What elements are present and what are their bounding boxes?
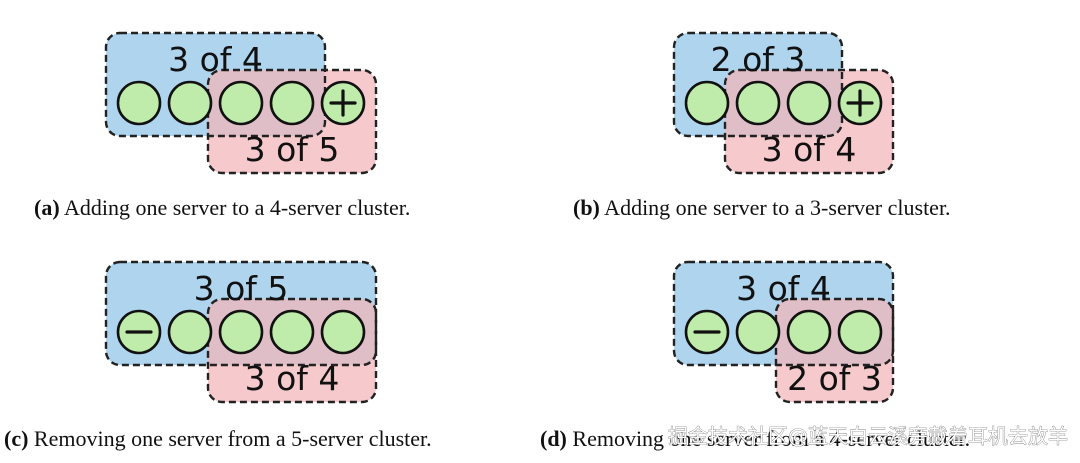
server-node bbox=[684, 309, 730, 355]
new-config-outline bbox=[206, 297, 378, 404]
panel-a: 3 of 4 3 of 5 (a) Adding one server to a 4… bbox=[34, 31, 410, 220]
server-circle bbox=[167, 80, 213, 126]
panel-caption: (a) Adding one server to a 4-server clus… bbox=[34, 195, 410, 220]
server-circle bbox=[167, 309, 213, 355]
server-circle bbox=[218, 309, 264, 355]
caption-text: Adding one server to a 4-server cluster. bbox=[60, 195, 411, 220]
server-node bbox=[735, 309, 781, 355]
server-node bbox=[320, 309, 366, 355]
new-config-label: 2 of 3 bbox=[787, 359, 882, 398]
server-node bbox=[167, 309, 213, 355]
server-circle bbox=[735, 309, 781, 355]
server-circle bbox=[786, 309, 832, 355]
new-config-label: 3 of 5 bbox=[245, 130, 340, 169]
plus-icon bbox=[329, 89, 357, 117]
server-circle bbox=[116, 80, 162, 126]
caption-tag: (d) bbox=[540, 426, 567, 451]
new-config-outline bbox=[774, 297, 895, 404]
server-node bbox=[218, 309, 264, 355]
server-circle bbox=[837, 309, 883, 355]
server-node bbox=[735, 80, 781, 126]
old-config-label: 3 of 4 bbox=[168, 40, 263, 79]
server-node bbox=[837, 80, 883, 126]
server-node bbox=[786, 309, 832, 355]
server-node bbox=[269, 309, 315, 355]
panel-b: 2 of 3 3 of 4 (b) Adding one server to a 3… bbox=[573, 31, 951, 220]
server-node bbox=[218, 80, 264, 126]
panel-caption: (b) Adding one server to a 3-server clus… bbox=[573, 195, 951, 220]
panel-caption: (d) Removing one server from a 4-server … bbox=[540, 426, 970, 451]
new-config-outline bbox=[206, 68, 378, 175]
server-circle bbox=[269, 309, 315, 355]
server-node bbox=[320, 80, 366, 126]
server-circle bbox=[735, 80, 781, 126]
panel-caption: (c) Removing one server from a 5-server … bbox=[4, 426, 432, 451]
old-config-label: 2 of 3 bbox=[711, 40, 806, 79]
panel-c: 3 of 5 3 of 4 (c) Removing one server from… bbox=[4, 260, 432, 451]
panel-d: 3 of 4 2 of 3 (d) Removing one server from… bbox=[540, 260, 970, 451]
caption-text: Removing one server from a 4-server clus… bbox=[567, 426, 970, 451]
plus-icon bbox=[846, 89, 874, 117]
caption-tag: (b) bbox=[573, 195, 600, 220]
server-circle bbox=[218, 80, 264, 126]
server-circle bbox=[320, 309, 366, 355]
server-node bbox=[786, 80, 832, 126]
server-circle bbox=[269, 80, 315, 126]
server-node bbox=[269, 80, 315, 126]
watermark: 掘金技术社区@蓝天白云溪旁戴着耳机去放羊 bbox=[668, 424, 1068, 448]
caption-text: Removing one server from a 5-server clus… bbox=[28, 426, 431, 451]
server-circle bbox=[684, 80, 730, 126]
old-config-label: 3 of 5 bbox=[194, 269, 289, 308]
new-config-outline bbox=[723, 68, 895, 175]
caption-tag: (c) bbox=[4, 426, 28, 451]
new-config-label: 3 of 4 bbox=[762, 130, 857, 169]
server-node bbox=[116, 80, 162, 126]
caption-text: Adding one server to a 3-server cluster. bbox=[600, 195, 951, 220]
caption-tag: (a) bbox=[34, 195, 60, 220]
old-config-outline bbox=[104, 260, 378, 367]
old-config-label: 3 of 4 bbox=[736, 269, 831, 308]
old-config-outline bbox=[672, 31, 844, 138]
new-config-label: 3 of 4 bbox=[245, 359, 340, 398]
server-node bbox=[684, 80, 730, 126]
server-node bbox=[837, 309, 883, 355]
server-circle bbox=[786, 80, 832, 126]
server-node bbox=[116, 309, 162, 355]
server-node bbox=[167, 80, 213, 126]
